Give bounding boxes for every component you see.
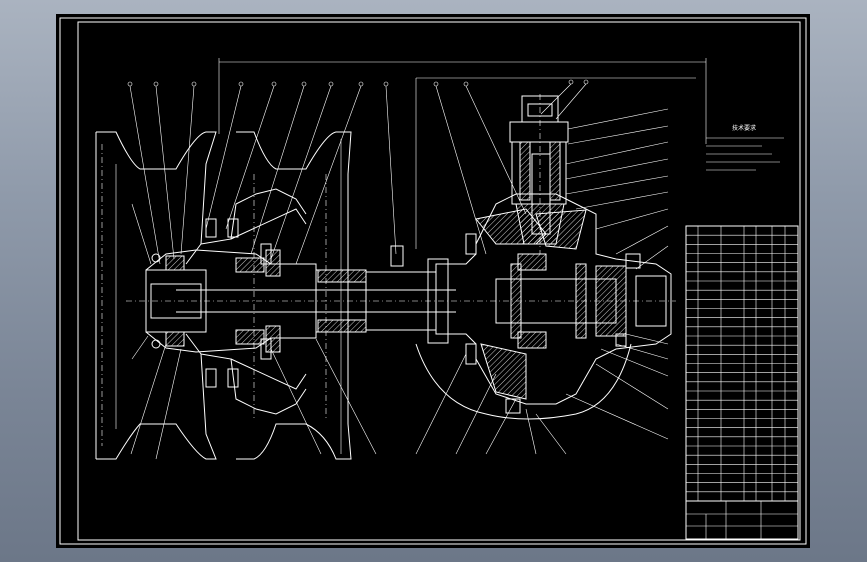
top-dimension: [218, 58, 707, 249]
pinion-shaft: [509, 94, 569, 254]
drawing-sheet: 技术要求: [56, 14, 810, 548]
outer-border: [59, 17, 807, 545]
hub-assembly: [145, 218, 456, 388]
notes-block: 技术要求: [706, 124, 784, 171]
inner-frame: [77, 21, 801, 541]
balloon-marks: [127, 79, 589, 87]
leader-lines: [129, 83, 669, 460]
notes-title: 技术要求: [732, 124, 756, 132]
assembly-drawing: 技术要求: [59, 17, 807, 545]
title-block: [685, 500, 799, 540]
wheel-rim: [95, 131, 352, 460]
parts-list-table: [685, 225, 799, 502]
